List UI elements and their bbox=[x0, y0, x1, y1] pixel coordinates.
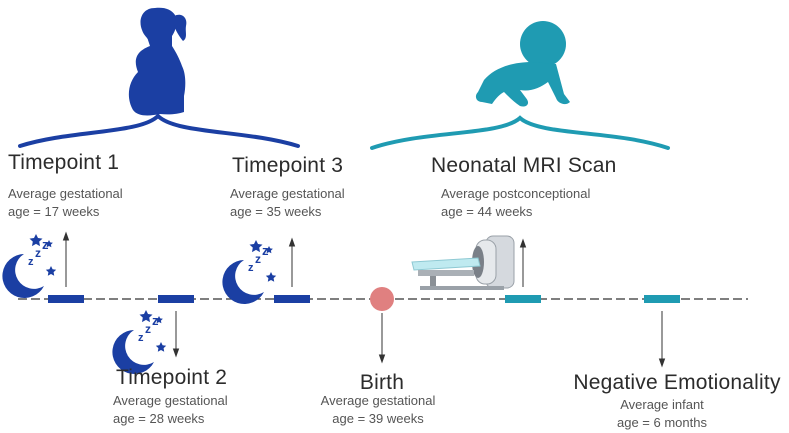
birth-line-2: age = 39 weeks bbox=[332, 411, 424, 426]
timepoint-3-line-1: Average gestational bbox=[230, 186, 345, 201]
pregnant-woman-icon bbox=[128, 7, 187, 116]
emotion-line-2: age = 6 months bbox=[617, 415, 707, 430]
mri-scanner-icon bbox=[411, 235, 515, 290]
arrow-birth bbox=[378, 313, 386, 364]
mri-line-2: age = 44 weeks bbox=[441, 204, 533, 219]
crawling-baby-icon bbox=[475, 21, 570, 107]
infancy-brace bbox=[370, 115, 670, 150]
marker-timepoint-1 bbox=[48, 295, 84, 303]
sleep-moon-icon bbox=[112, 310, 167, 374]
arrow-timepoint-2 bbox=[172, 311, 180, 358]
timepoint-1-line-2: age = 17 weeks bbox=[8, 204, 100, 219]
timepoint-3-line-2: age = 35 weeks bbox=[230, 204, 322, 219]
timepoint-1-description: Average gestational age = 17 weeks bbox=[8, 185, 123, 221]
arrow-timepoint-3 bbox=[288, 237, 296, 287]
timepoint-1-title: Timepoint 1 bbox=[8, 151, 120, 174]
mri-line-1: Average postconceptional bbox=[441, 186, 591, 201]
timepoint-2-description: Average gestational age = 28 weeks bbox=[113, 392, 228, 428]
timepoint-2-line-2: age = 28 weeks bbox=[113, 411, 205, 426]
mri-description: Average postconceptional age = 44 weeks bbox=[441, 185, 590, 221]
emotion-description: Average infant age = 6 months bbox=[617, 396, 707, 432]
pregnancy-brace bbox=[18, 113, 300, 148]
birth-line-1: Average gestational bbox=[320, 393, 436, 408]
emotion-line-1: Average infant bbox=[620, 397, 704, 412]
emotion-title: Negative Emotionality bbox=[573, 371, 781, 394]
marker-mri bbox=[505, 295, 541, 303]
timepoint-3-title: Timepoint 3 bbox=[232, 154, 344, 177]
arrow-mri bbox=[519, 238, 527, 287]
marker-emotion bbox=[644, 295, 680, 303]
marker-birth bbox=[370, 287, 394, 311]
timepoint-2-title: Timepoint 2 bbox=[116, 366, 228, 389]
sleep-moon-icon bbox=[2, 234, 57, 298]
timepoint-3-description: Average gestational age = 35 weeks bbox=[230, 185, 345, 221]
birth-title: Birth bbox=[359, 371, 405, 394]
birth-description: Average gestational age = 39 weeks bbox=[321, 392, 436, 428]
marker-timepoint-3 bbox=[274, 295, 310, 303]
timepoint-2-line-1: Average gestational bbox=[113, 393, 228, 408]
timepoint-1-line-1: Average gestational bbox=[8, 186, 123, 201]
arrow-emotion bbox=[658, 311, 666, 368]
arrow-timepoint-1 bbox=[62, 231, 70, 287]
marker-timepoint-2 bbox=[158, 295, 194, 303]
mri-title: Neonatal MRI Scan bbox=[431, 154, 617, 177]
sleep-moon-icon bbox=[222, 240, 277, 304]
